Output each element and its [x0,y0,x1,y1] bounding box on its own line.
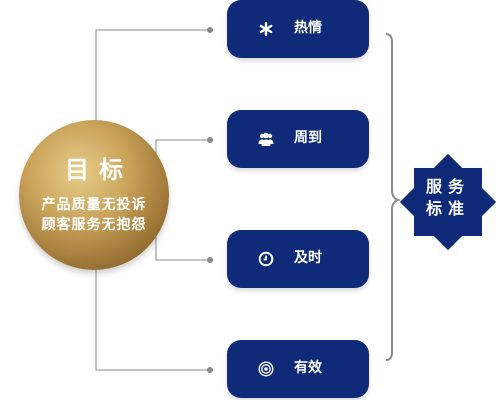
target-icon [258,361,274,377]
badge-line-2: 标准 [425,199,470,218]
service-standard-badge: 服务 标准 [420,176,476,220]
standard-item-effective: 有效 [227,340,369,398]
clock-icon [258,251,274,267]
users-icon [258,132,274,146]
standard-item-label: 有效 [294,360,322,376]
connector-dot [207,137,213,143]
goal-line-1: 产品质量无投诉 [41,197,147,213]
badge-line-1: 服务 [425,177,470,196]
standard-item-timely: 及时 [227,230,369,288]
standard-item-label: 热情 [294,20,322,36]
standard-item-warmth: 热情 [227,0,369,58]
standard-item-thoughtful: 周到 [227,110,369,168]
connector-dot [207,367,213,373]
connector-dot [207,257,213,263]
right-bracket [385,33,402,361]
badge-star [399,153,497,251]
connector-dot [207,27,213,33]
standard-item-label: 周到 [294,130,322,146]
goal-line-2: 顾客服务无抱怨 [41,217,147,233]
asterisk-icon [259,21,273,37]
goal-circle: 目标 产品质量无投诉 顾客服务无抱怨 [19,120,169,270]
goal-title: 目标 [65,155,133,184]
standard-item-label: 及时 [294,250,322,266]
